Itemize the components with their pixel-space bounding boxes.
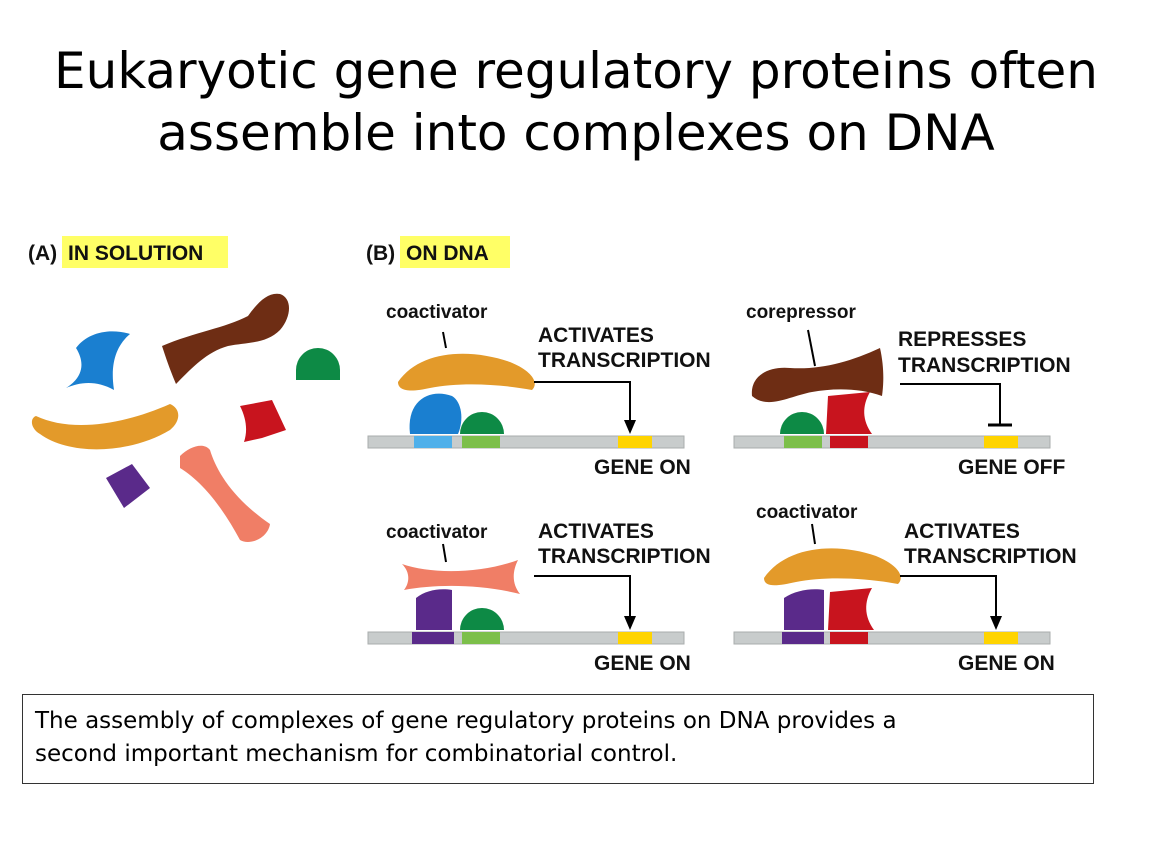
complex-1-activation: coactivator ACTIVATES TRANSCRIPTION GENE…	[367, 302, 711, 479]
green-binding-site	[462, 436, 500, 448]
complex-4-activation: coactivator ACTIVATES TRANSCRIPTION GENE…	[733, 502, 1077, 675]
panel-a-label: IN SOLUTION	[68, 242, 203, 265]
green-activator-protein	[460, 412, 504, 434]
effect-label-line-2: TRANSCRIPTION	[538, 349, 711, 372]
panel-a-heading: (A) IN SOLUTION	[28, 236, 228, 268]
green-repressor-protein	[780, 412, 824, 434]
cofactor-label: corepressor	[746, 302, 856, 323]
activation-arrow	[900, 575, 997, 620]
brown-corepressor-protein	[162, 293, 289, 384]
caption-box: The assembly of complexes of gene regula…	[22, 694, 1094, 784]
slide-title: Eukaryotic gene regulatory proteins ofte…	[0, 40, 1152, 164]
effect-label-line-1: REPRESSES	[898, 328, 1026, 351]
effect-label-line-1: ACTIVATES	[538, 520, 654, 543]
label-pointer	[442, 331, 447, 349]
cofactor-label: coactivator	[386, 522, 488, 543]
purple-activator-protein	[416, 589, 452, 630]
green-binding-site	[462, 632, 500, 644]
blue-activator-protein	[409, 393, 462, 434]
green-protein	[296, 348, 340, 380]
orange-coactivator	[764, 548, 901, 586]
green-activator-protein	[460, 608, 504, 630]
effect-label-line-2: TRANSCRIPTION	[898, 354, 1071, 377]
green-binding-site	[784, 436, 822, 448]
label-pointer	[442, 543, 447, 563]
repression-line	[900, 383, 1001, 424]
red-binding-site	[830, 632, 868, 644]
red-repressor-protein	[826, 392, 872, 434]
gene-state-label: GENE OFF	[958, 456, 1066, 479]
gene-state-label: GENE ON	[958, 652, 1055, 675]
arrow-head	[624, 420, 636, 434]
red-binding-site	[830, 436, 868, 448]
complex-2-repression: corepressor REPRESSES TRANSCRIPTION GENE…	[733, 302, 1071, 479]
gene-segment	[618, 632, 652, 644]
gene-segment	[618, 436, 652, 448]
complex-3-activation: coactivator ACTIVATES TRANSCRIPTION GENE…	[367, 520, 711, 675]
activation-arrow	[534, 381, 631, 424]
arrow-head	[624, 616, 636, 630]
gene-state-label: GENE ON	[594, 456, 691, 479]
panel-b-heading: (B) ON DNA	[366, 236, 510, 268]
salmon-coactivator-protein	[180, 445, 270, 543]
gene-segment	[984, 632, 1018, 644]
red-activator-protein	[828, 588, 874, 630]
panel-b-highlight	[400, 236, 510, 268]
brown-corepressor	[751, 348, 884, 403]
caption-line-2: second important mechanism for combinato…	[35, 741, 678, 767]
gene-segment	[984, 436, 1018, 448]
purple-binding-site	[412, 632, 454, 644]
panel-a-letter: (A)	[28, 242, 57, 265]
purple-protein	[106, 464, 150, 508]
effect-label-line-2: TRANSCRIPTION	[538, 545, 711, 568]
label-pointer	[811, 523, 816, 545]
panel-b-label: ON DNA	[406, 242, 489, 265]
arrow-head	[990, 616, 1002, 630]
salmon-coactivator	[402, 560, 520, 594]
cofactor-label: coactivator	[386, 302, 488, 323]
gene-state-label: GENE ON	[594, 652, 691, 675]
title-line-2: assemble into complexes on DNA	[157, 104, 995, 162]
title-line-1: Eukaryotic gene regulatory proteins ofte…	[54, 42, 1098, 100]
effect-label-line-1: ACTIVATES	[904, 520, 1020, 543]
activation-arrow	[534, 575, 631, 620]
blue-binding-site	[414, 436, 452, 448]
orange-coactivator-protein	[31, 404, 179, 450]
label-pointer	[807, 329, 816, 367]
effect-label-line-2: TRANSCRIPTION	[904, 545, 1077, 568]
panel-a-highlight	[62, 236, 228, 268]
effect-label-line-1: ACTIVATES	[538, 324, 654, 347]
purple-activator-protein	[784, 589, 824, 630]
red-protein	[240, 400, 286, 442]
purple-binding-site	[782, 632, 824, 644]
orange-coactivator	[398, 353, 535, 391]
blue-protein	[66, 331, 130, 390]
caption-line-1: The assembly of complexes of gene regula…	[35, 708, 897, 734]
cofactor-label: coactivator	[756, 502, 858, 523]
panel-b-letter: (B)	[366, 242, 395, 265]
regulatory-complex-figure: (A) IN SOLUTION (B) ON DNA coactivator A…	[28, 236, 1077, 675]
proteins-in-solution	[31, 293, 340, 543]
